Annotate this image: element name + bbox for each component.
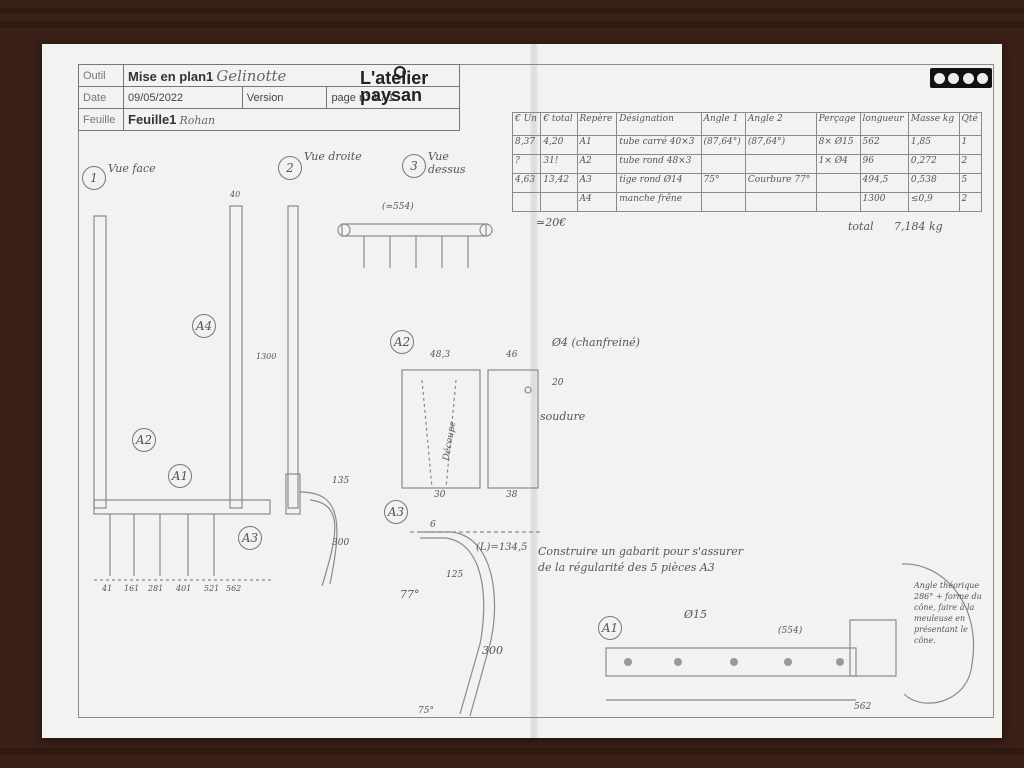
total-label: total [848,220,874,233]
crossbar [93,499,271,515]
paper-fold [530,44,538,738]
tick-dim: 401 [176,584,192,593]
dim-134-5: (L)=134,5 [476,542,528,553]
cell [540,192,578,212]
dim-1300: 1300 [256,352,277,361]
handle-right [229,205,243,509]
tick-dim: 521 [204,584,220,593]
cost-total: ≃20€ [536,216,567,229]
dim-554: (≃554) [382,202,414,212]
outil-hand: Gelinotte [216,66,287,85]
technical-drawing [93,205,975,717]
top-view-bar [341,223,487,237]
view-number-3: 3 [402,154,426,178]
view-droite-label: Vue droite [304,150,362,163]
outil-value: Mise en plan1 [128,68,214,84]
dim-75: 75° [418,706,434,716]
part-label-a1: A1 [598,616,622,640]
part-label-a2-face: A2 [132,428,156,452]
atelier-paysan-logo: L'atelier paysan [360,66,432,110]
parts-table: € Un € total Repère Désignation Angle 1 … [511,112,983,212]
total-mass: 7,184 kg [894,220,943,233]
cell: 1 [958,135,983,155]
author-hand: Rohan [179,114,216,127]
view-number-2: 2 [278,156,302,180]
tick-dim: 161 [124,584,140,593]
dim-77: 77° [400,588,420,601]
cell [700,192,746,212]
table-row: ? 31! A2 tube rond 48×3 1× Ø4 96 0,272 2 [511,154,983,174]
tick-dim: 562 [226,584,242,593]
title-block: Outil Mise en plan1 Gelinotte Date 09/05… [78,64,460,131]
dim-562: 562 [854,702,872,712]
part-label-a4: A4 [192,314,216,338]
cell: 1300 [859,192,909,212]
dim-40: 40 [230,190,241,199]
header-cell: € Un [511,112,542,136]
note-gabarit: Construire un gabarit pour s'assurer de … [538,545,744,574]
tick-dim: 41 [102,584,113,593]
hole-marker [836,658,844,666]
feuille-label: Feuille [78,108,124,131]
table-row: 4,63 13,42 A3 tige rond Ø14 75° Courbure… [511,173,983,193]
header-cell: Perçage [815,112,861,136]
cell: 5 [958,173,983,193]
hole-marker [624,658,632,666]
dim-554b: (554) [778,626,803,636]
cell: A4 [576,192,618,212]
part-label-a1-face: A1 [168,464,192,488]
a1-tube [605,647,857,677]
view-dessus-label: Vue dessus [428,150,466,176]
logo-line2: paysan [360,85,423,105]
tick-dim: 281 [148,584,164,593]
drawing-frame [78,64,994,718]
part-label-a3-face: A3 [238,526,262,550]
cell: manche frêne [616,192,702,212]
dim-30: 30 [434,490,446,500]
dim-hole-15: Ø15 [684,608,708,621]
dim-6: 6 [430,520,436,530]
cell: 2 [958,192,983,212]
logo-line1: L'atelier [360,68,429,88]
logo-dot [394,66,406,78]
dim-135: 135 [332,476,350,486]
part-label-a3: A3 [384,500,408,524]
soudure-label: soudure [540,410,586,423]
feuille-value: Feuille1 [128,112,177,127]
note-angle: Angle théorique 286° + forme du cône, fa… [914,581,982,645]
creative-commons-icon [930,68,992,88]
header-cell: Angle 2 [744,112,817,136]
view-number-1: 1 [82,166,106,190]
hole-marker [674,658,682,666]
dim-125: 125 [446,570,464,580]
handle-left [93,215,107,509]
dim-20: 20 [552,378,564,388]
dim-46: 46 [506,350,518,360]
hole-marker [784,658,792,666]
dim-hole-4: Ø4 (chanfreiné) [552,336,640,349]
dim-38: 38 [506,490,518,500]
drawing-sheet: Outil Mise en plan1 Gelinotte Date 09/05… [42,44,1002,738]
dim-48-3: 48,3 [430,350,451,360]
dim-300: 300 [482,644,503,657]
dim-300-side: 300 [332,538,350,548]
table-row: A4 manche frêne 1300 ≤0,9 2 [511,192,983,212]
view-face-label: Vue face [108,162,156,175]
hole-marker [730,658,738,666]
part-label-a2: A2 [390,330,414,354]
header-cell: Angle 1 [700,112,746,136]
cell [511,192,542,212]
